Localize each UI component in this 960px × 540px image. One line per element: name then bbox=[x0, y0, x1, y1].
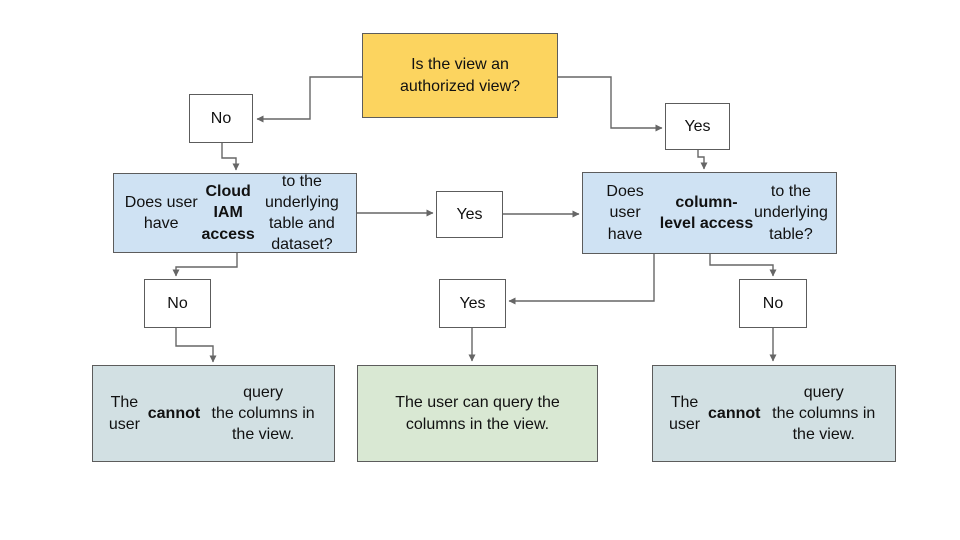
connector-root-to-no1 bbox=[256, 76, 362, 123]
question-cloud-iam-access: Does user have Cloud IAM access to the u… bbox=[113, 173, 357, 253]
question-column-level-access: Does user have column-level access to th… bbox=[582, 172, 837, 254]
connector-yes1-to-column-question bbox=[697, 150, 708, 170]
branch-label-yes-authorized: Yes bbox=[665, 103, 730, 150]
outcome-can-query: The user can query the columns in the vi… bbox=[357, 365, 598, 462]
branch-label-no-authorized: No bbox=[189, 94, 253, 143]
decision-authorized-view: Is the view an authorized view? bbox=[362, 33, 558, 118]
branch-label-no-column: No bbox=[739, 279, 807, 328]
branch-label-yes-column: Yes bbox=[439, 279, 506, 328]
branch-label-yes-iam: Yes bbox=[436, 191, 503, 238]
branch-label-no-iam: No bbox=[144, 279, 211, 328]
outcome-cannot-query-left: The user cannot query the columns in the… bbox=[92, 365, 335, 462]
outcome-cannot-query-right: The user cannot query the columns in the… bbox=[652, 365, 896, 462]
connector-no2-to-end-left bbox=[175, 328, 217, 363]
connector-root-to-yes1 bbox=[558, 76, 663, 132]
connector-column-question-to-no3 bbox=[709, 254, 777, 277]
connector-no1-to-iam-question bbox=[221, 143, 240, 171]
connector-iam-question-to-no2 bbox=[172, 253, 238, 277]
connector-column-question-to-yes2 bbox=[508, 254, 655, 305]
